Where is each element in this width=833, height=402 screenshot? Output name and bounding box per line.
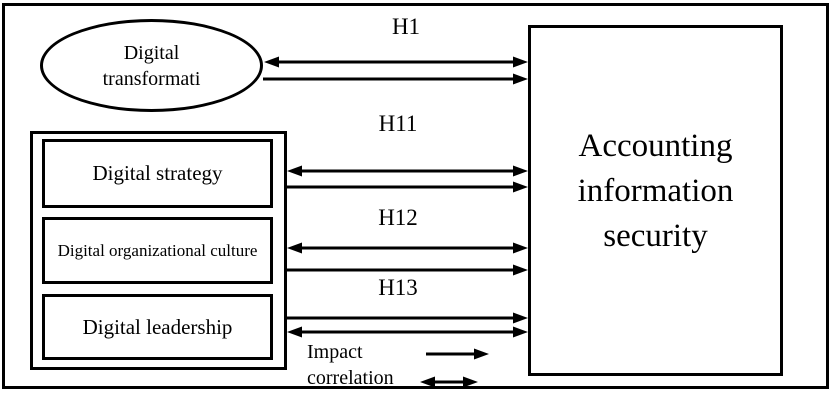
node-digital-transformation: Digital transformati — [40, 19, 263, 112]
node-digital-leadership: Digital leadership — [42, 294, 273, 360]
node-digital-strategy-label: Digital strategy — [92, 161, 223, 185]
hypothesis-label-h13: H13 — [378, 275, 418, 300]
node-digital-leadership-label: Digital leadership — [82, 314, 233, 339]
legend-correlation-label: correlation — [307, 367, 394, 389]
legend-impact-label: Impact — [307, 341, 363, 363]
figure-border — [2, 3, 829, 389]
node-digital-organizational-culture-label: Digital organizational culture — [57, 240, 258, 260]
node-digital-transformation-label: Digital transformati — [102, 41, 201, 90]
node-digital-organizational-culture: Digital organizational culture — [42, 217, 273, 284]
node-accounting-information-security-label: Accounting information security — [577, 128, 734, 254]
hypothesis-label-h1: H1 — [391, 14, 421, 39]
subconstructs-group-box — [30, 131, 287, 370]
hypothesis-label-h11: H11 — [378, 111, 418, 136]
node-digital-strategy: Digital strategy — [42, 139, 273, 208]
node-accounting-information-security: Accounting information security — [528, 25, 783, 376]
hypothesis-label-h12: H12 — [378, 205, 418, 230]
